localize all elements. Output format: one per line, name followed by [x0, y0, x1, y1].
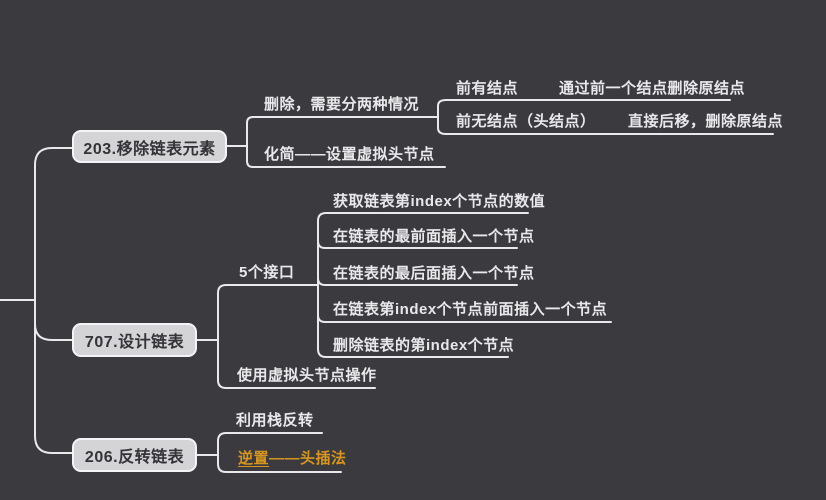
branch-five-interfaces[interactable]: 5个接口: [239, 264, 295, 281]
branch-reverse-head-insert-rest: ——头插法: [269, 450, 347, 467]
branch-delete-index[interactable]: 删除链表的第index个节点: [333, 337, 515, 354]
branch-has-prev-node[interactable]: 前有结点: [456, 80, 519, 97]
branch-delete-two-cases[interactable]: 删除，需要分两种情况: [264, 96, 420, 113]
branch-insert-before-index[interactable]: 在链表第index个节点前面插入一个节点: [333, 301, 608, 318]
branch-reverse-with-stack[interactable]: 利用栈反转: [236, 412, 314, 429]
branch-reverse-head-insert-underlined: 逆置: [238, 450, 270, 467]
branch-use-dummy-head-ops[interactable]: 使用虚拟头节点操作: [237, 367, 377, 384]
branch-get-index-value[interactable]: 获取链表第index个节点的数值: [333, 193, 546, 210]
branch-insert-front[interactable]: 在链表的最前面插入一个节点: [333, 228, 535, 245]
branch-simplify-dummy-head[interactable]: 化简——设置虚拟头节点: [264, 146, 435, 163]
topic-707-design-list[interactable]: 707.设计链表: [72, 323, 197, 357]
branch-no-prev-node[interactable]: 前无结点（头结点）: [456, 113, 596, 130]
branch-delete-via-prev[interactable]: 通过前一个结点删除原结点: [559, 80, 746, 97]
topic-206-reverse-list[interactable]: 206.反转链表: [72, 438, 197, 472]
branch-shift-and-delete[interactable]: 直接后移，删除原结点: [628, 113, 784, 130]
branch-reverse-head-insert[interactable]: 逆置——头插法: [238, 449, 347, 468]
topic-203-remove-elements[interactable]: 203.移除链表元素: [72, 130, 227, 163]
branch-insert-back[interactable]: 在链表的最后面插入一个节点: [333, 265, 535, 282]
